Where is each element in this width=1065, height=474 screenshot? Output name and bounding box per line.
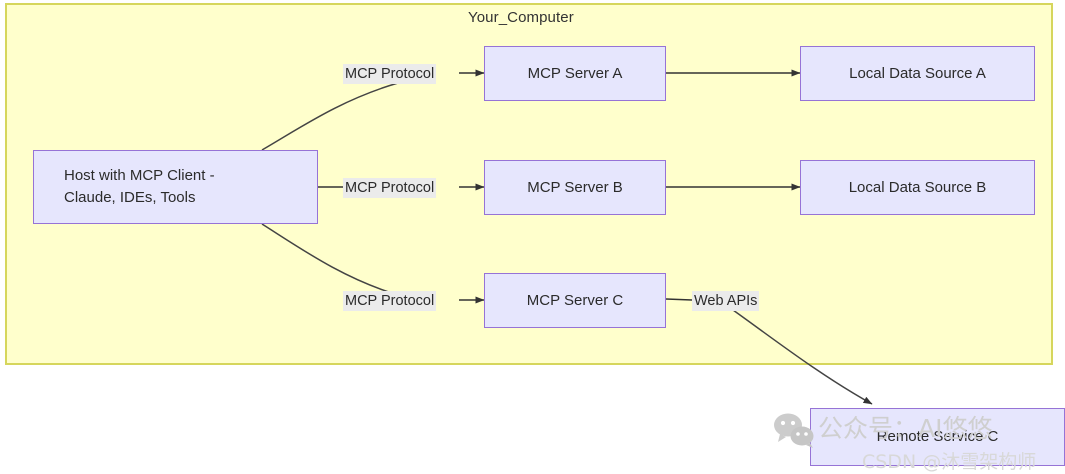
node-mcp-server-b[interactable]: MCP Server B (484, 160, 666, 215)
node-local-data-source-a[interactable]: Local Data Source A (800, 46, 1035, 101)
edge-label-web-apis: Web APIs (692, 291, 760, 312)
edge-label-mcp-protocol-a: MCP Protocol (343, 64, 437, 85)
node-local-data-source-b[interactable]: Local Data Source B (800, 160, 1035, 215)
node-mcp-server-a[interactable]: MCP Server A (484, 46, 666, 101)
wechat-icon (774, 413, 814, 448)
edge-label-mcp-protocol-b: MCP Protocol (343, 178, 437, 199)
node-host-with-mcp-client[interactable]: Host with MCP Client - Claude, IDEs, Too… (33, 150, 318, 224)
watermark-csdn: CSDN @沐雪架构师 (862, 451, 1037, 473)
watermark-account: 公众号：AI悠悠 (818, 414, 993, 443)
edge-label-mcp-protocol-c: MCP Protocol (343, 291, 437, 312)
node-remote-service-c[interactable]: Remote Service C (810, 408, 1065, 466)
container-title: Your_Computer (468, 9, 574, 26)
node-mcp-server-c[interactable]: MCP Server C (484, 273, 666, 328)
